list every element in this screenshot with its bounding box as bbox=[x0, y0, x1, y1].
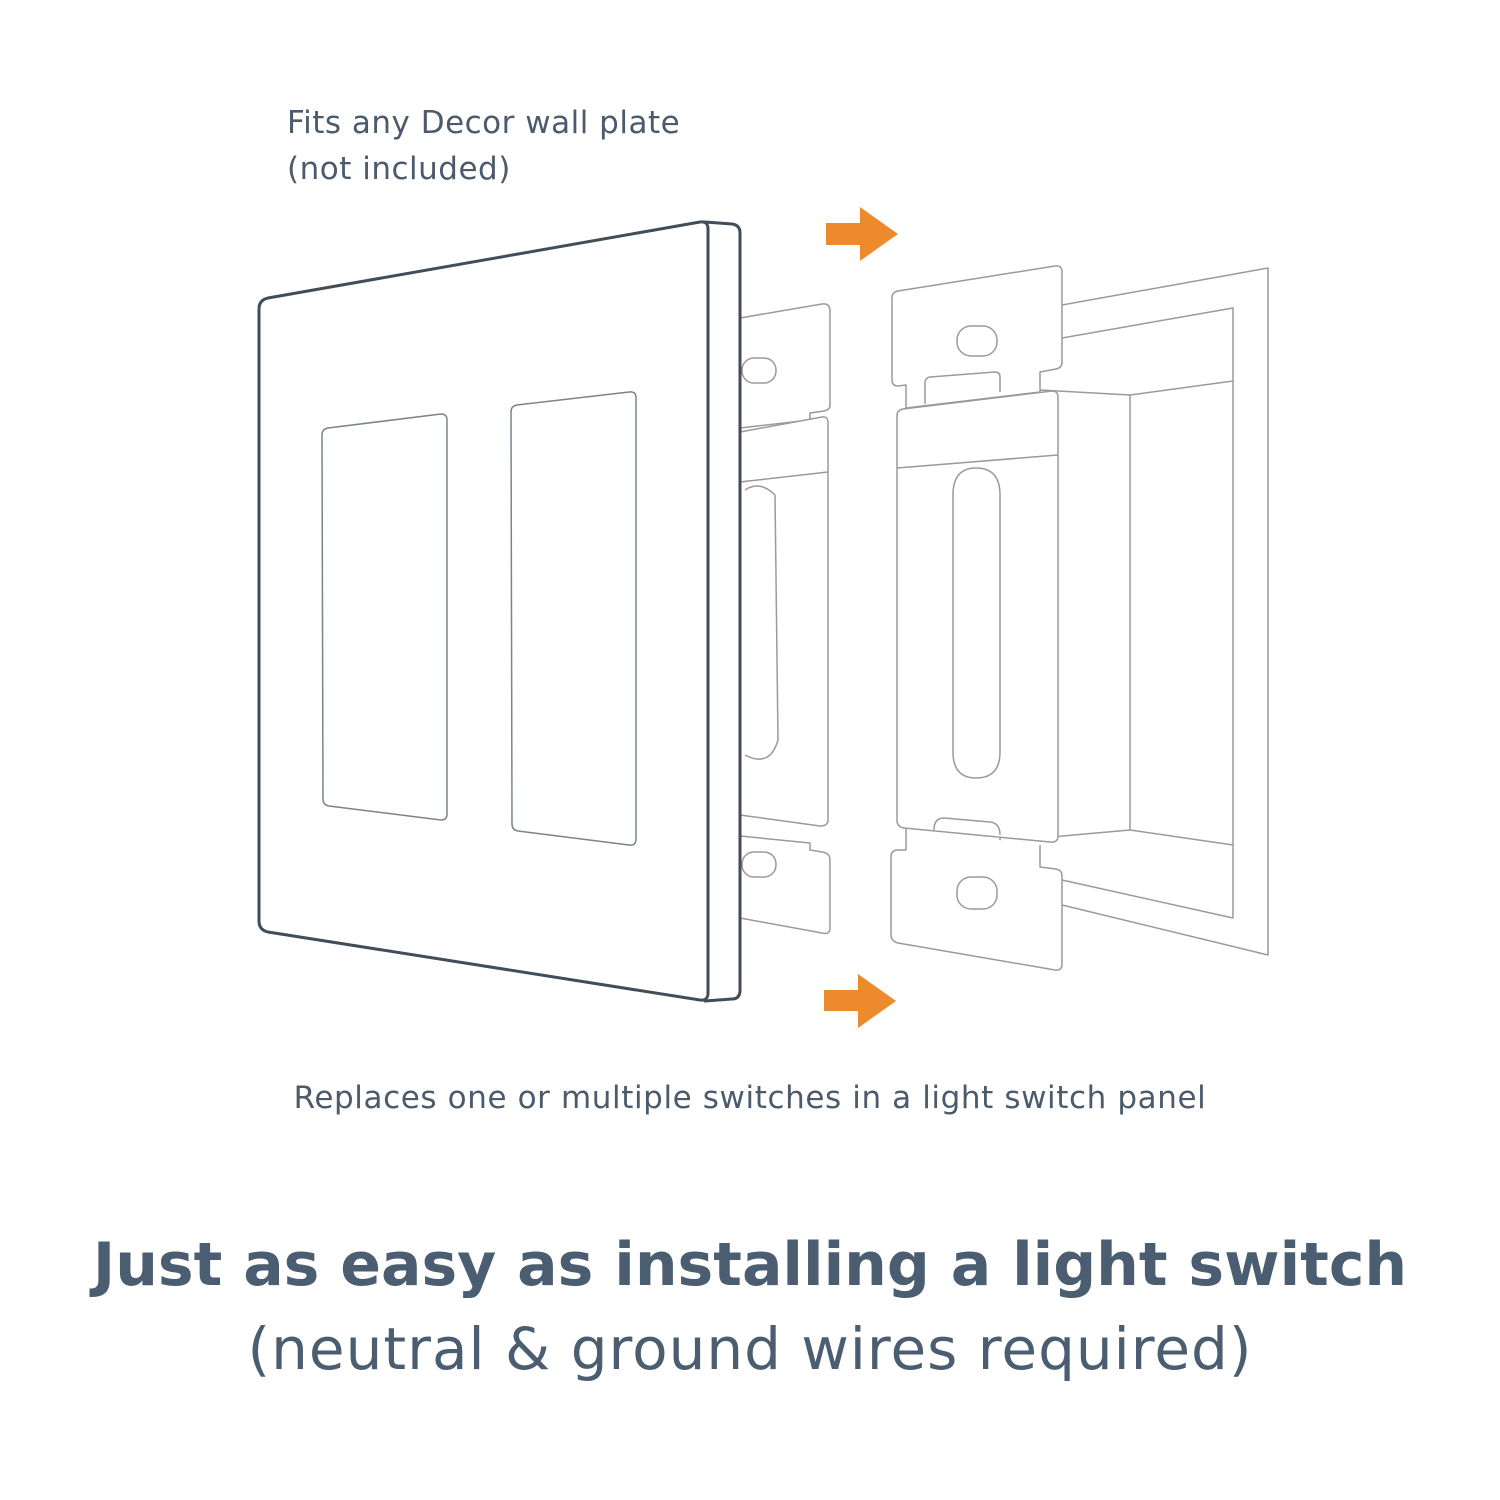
front-switch bbox=[890, 265, 1063, 971]
note-line-1: Fits any Decor wall plate bbox=[287, 105, 681, 141]
wall-plate-opening-left bbox=[321, 413, 448, 821]
diagram-caption: Replaces one or multiple switches in a l… bbox=[293, 1080, 1207, 1116]
wall-plate-opening-right bbox=[510, 391, 637, 846]
arrow-right-icon bbox=[826, 207, 898, 261]
note-line-2: (not included) bbox=[287, 151, 511, 187]
arrow-right-icon bbox=[824, 974, 896, 1028]
wall-plate-note: Fits any Decor wall plate (not included) bbox=[287, 100, 680, 192]
electrical-box bbox=[1039, 267, 1269, 956]
headline: Just as easy as installing a light switc… bbox=[92, 1230, 1408, 1300]
back-switch bbox=[739, 303, 831, 935]
subheadline: (neutral & ground wires required) bbox=[247, 1315, 1253, 1383]
